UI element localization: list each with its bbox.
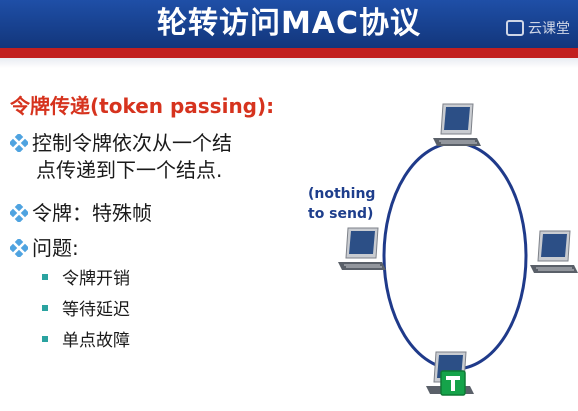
square-bullet-icon <box>42 336 48 342</box>
sub-item-1-text: 令牌开销 <box>62 269 130 289</box>
cloud-class-logo-icon <box>506 20 524 36</box>
bullet-2-text: 令牌：特殊帧 <box>32 201 152 225</box>
section-heading: 令牌传递(token passing): <box>10 94 275 118</box>
sub-item-3-text: 单点故障 <box>62 331 130 351</box>
nothing-to-send-label: (nothing to send) <box>308 184 375 224</box>
title-shadow <box>0 58 578 68</box>
bullet-item-1: 控制令牌依次从一个结 <box>10 127 232 156</box>
label-line-1: (nothing <box>308 186 376 202</box>
square-bullet-icon <box>42 274 48 280</box>
bullet-item-2: 令牌：特殊帧 <box>10 197 152 226</box>
watermark-text: 云课堂 <box>528 21 570 37</box>
title-red-band <box>0 48 578 58</box>
bullet-item-3: 问题: <box>10 232 79 261</box>
square-bullet-icon <box>42 305 48 311</box>
token-ring <box>382 141 528 371</box>
slide-title: 轮转访问MAC协议 <box>156 6 422 41</box>
diamond-bullet-icon <box>10 134 28 152</box>
computer-left-icon <box>338 227 386 270</box>
computer-right-icon <box>530 230 578 273</box>
bullet-1-line1: 控制令牌依次从一个结 <box>32 131 232 155</box>
label-line-2: to send) <box>308 206 374 222</box>
sub-item-1: 令牌开销 <box>42 264 130 289</box>
watermark: 云课堂 <box>506 17 570 39</box>
computer-top-icon <box>433 103 481 146</box>
diamond-bullet-icon <box>10 204 28 222</box>
title-bar <box>0 0 578 52</box>
sub-item-2-text: 等待延迟 <box>62 300 130 320</box>
diamond-bullet-icon <box>10 239 28 257</box>
bullet-1-line2: 点传递到下一个结点. <box>36 158 223 182</box>
sub-item-3: 单点故障 <box>42 326 130 351</box>
sub-item-2: 等待延迟 <box>42 295 130 320</box>
token-icon <box>440 370 466 396</box>
bullet-3-text: 问题: <box>32 236 79 260</box>
